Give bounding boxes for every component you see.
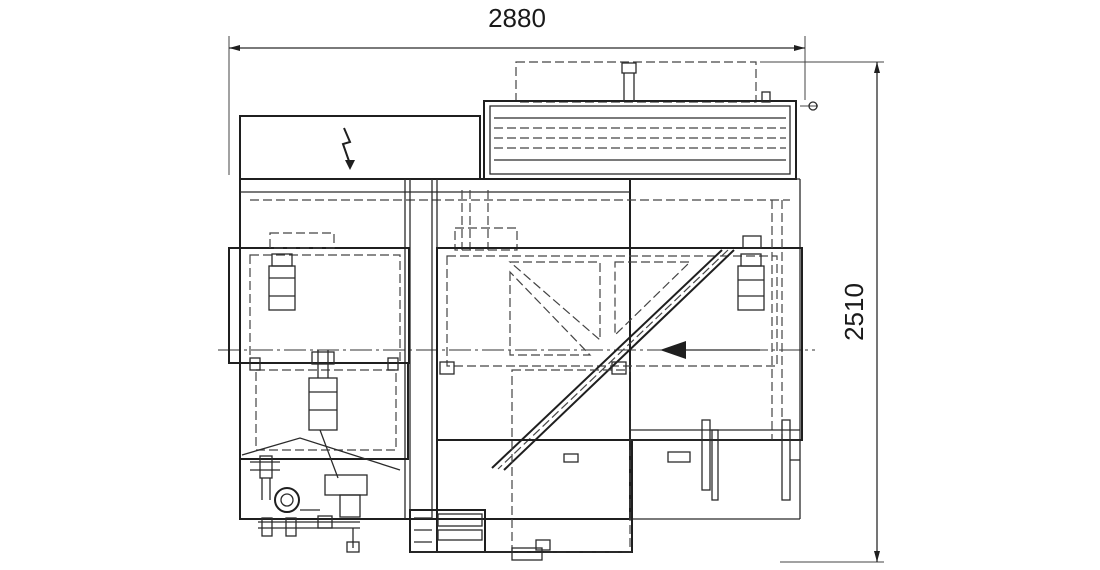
right-frame-rails xyxy=(630,419,800,501)
pump-unit xyxy=(409,509,632,553)
left-tank xyxy=(228,232,410,364)
height-dimension: 2510 xyxy=(760,61,884,563)
height-dimension-label: 2510 xyxy=(839,283,869,341)
roller-conveyor-unit xyxy=(483,61,818,180)
electrical-cabinet xyxy=(239,115,481,180)
left-lower-tank xyxy=(239,350,409,479)
piping-assembly xyxy=(250,455,368,553)
width-dimension: 2880 xyxy=(228,3,806,175)
main-frame xyxy=(239,178,801,520)
width-dimension-label: 2880 xyxy=(488,3,546,33)
